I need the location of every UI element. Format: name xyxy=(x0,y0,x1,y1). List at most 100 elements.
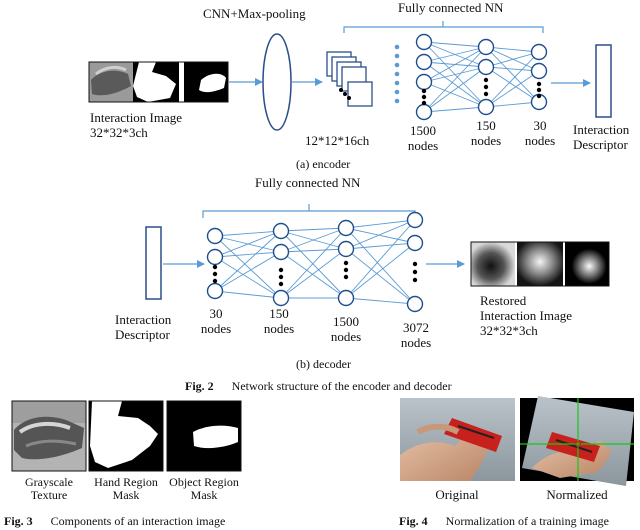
encoder-ellipsis-dot xyxy=(421,100,427,106)
fig3-label-3-line2: Mask xyxy=(190,488,218,502)
encoder-network xyxy=(415,33,548,121)
decoder-edge xyxy=(280,248,347,253)
decoder-edge xyxy=(280,248,347,299)
decoder-ellipsis-dot xyxy=(343,260,349,266)
encoder-edge xyxy=(423,61,487,108)
decoder-edge xyxy=(345,242,416,250)
fig3-label-1-line2: Texture xyxy=(30,488,68,502)
encoder-edge xyxy=(485,51,540,68)
decoder-ellipsis-dot xyxy=(278,281,284,287)
decoder-edge xyxy=(214,256,282,299)
fig3-caption-num: Fig. 3 xyxy=(4,514,33,528)
encoder-fc-label: Fully connected NN xyxy=(398,0,504,15)
decoder-fc-label: Fully connected NN xyxy=(255,175,361,190)
encoder-edge xyxy=(485,51,540,108)
decoder-edge xyxy=(214,251,282,292)
cnn-label: CNN+Max-pooling xyxy=(203,6,306,21)
decoder-edge xyxy=(345,219,416,250)
fig2-caption-num: Fig. 2 xyxy=(185,379,214,393)
encoder-input-label: Interaction Image xyxy=(90,110,183,125)
fig4-original-photo xyxy=(400,398,515,481)
restored-image xyxy=(470,241,610,287)
fig2-caption-text: Network structure of the encoder and dec… xyxy=(231,379,452,393)
fig3-label-2-line2: Mask xyxy=(112,488,140,502)
decoder-node xyxy=(272,222,290,240)
fig3-grayscale-texture xyxy=(11,400,87,472)
dec-layer-3-unit: nodes xyxy=(330,329,362,344)
encoder-edges xyxy=(423,41,540,113)
decoder-subcaption: (b) decoder xyxy=(296,357,351,371)
decoder-ellipsis-dot xyxy=(212,278,218,284)
feature-map-label: 12*12*16ch xyxy=(305,133,370,148)
encoder-edge xyxy=(423,66,487,113)
decoder-edge xyxy=(214,290,282,299)
restored-label-3: 32*32*3ch xyxy=(480,323,538,338)
decoder-edge xyxy=(345,242,416,299)
encoder-edge xyxy=(423,46,487,63)
decoder-edge xyxy=(280,227,347,299)
decoder-edge xyxy=(280,227,347,232)
encoder-fc-bracket xyxy=(343,21,544,33)
decoder-node xyxy=(337,289,355,307)
enc-layer-3-unit: nodes xyxy=(524,133,556,148)
encoder-edge xyxy=(485,101,540,108)
dec-layer-4-unit: nodes xyxy=(400,335,432,350)
fig3-caption-text: Components of an interaction image xyxy=(50,514,226,528)
decoder-node xyxy=(272,289,290,307)
encoder-node xyxy=(530,43,548,61)
encoder-edge xyxy=(485,46,540,103)
fig4-label-original: Original xyxy=(435,487,479,502)
decoder-ellipsis-dot xyxy=(278,274,284,280)
decoder-ellipsis-dot xyxy=(212,264,218,270)
dec-layer-1-count: 30 xyxy=(209,306,223,321)
enc-layer-3-count: 30 xyxy=(533,118,547,133)
restored-label-2: Interaction Image xyxy=(480,308,573,323)
decoder-edge xyxy=(214,230,282,237)
decoder-ellipsis-dot xyxy=(412,261,418,267)
encoder-node xyxy=(477,38,495,56)
fig4-normalized-photo xyxy=(520,396,634,486)
encoder-edge xyxy=(485,46,540,72)
decoder-edge xyxy=(214,251,282,258)
encoder-input-image xyxy=(88,61,229,103)
encoder-node xyxy=(415,73,433,91)
dec-layer-2-unit: nodes xyxy=(263,321,295,336)
decoder-edge xyxy=(214,235,282,299)
decoder-edge xyxy=(280,227,347,253)
implicit-layer-dots xyxy=(394,44,400,104)
fig3-object-mask xyxy=(166,400,242,472)
dec-layer-3-count: 1500 xyxy=(333,314,359,329)
enc-layer-2-count: 150 xyxy=(476,118,496,133)
encoder-edge xyxy=(485,46,540,53)
decoder-edge xyxy=(214,230,282,258)
encoder-subcaption: (a) encoder xyxy=(296,157,351,171)
decoder-ellipsis-dot xyxy=(412,269,418,275)
encoder-edge xyxy=(423,66,487,83)
encoder-node xyxy=(530,62,548,80)
enc-layer-2-unit: nodes xyxy=(470,133,502,148)
decoder-node xyxy=(406,295,424,313)
encoder-node xyxy=(477,98,495,116)
encoder-output-label-1: Interaction xyxy=(573,122,630,137)
decoder-descriptor-box xyxy=(145,226,162,300)
decoder-ellipsis-dot xyxy=(278,267,284,273)
fig3-label-3-line1: Object Region xyxy=(169,475,239,489)
decoder-ellipsis-dot xyxy=(343,267,349,273)
decoder-node xyxy=(406,234,424,252)
decoder-ellipsis-dot xyxy=(212,271,218,277)
encoder-node xyxy=(415,53,433,71)
decoder-node xyxy=(206,227,224,245)
encoder-edge xyxy=(423,106,487,113)
encoder-edge xyxy=(485,66,540,103)
feature-map-dots xyxy=(339,88,351,100)
decoder-node xyxy=(337,219,355,237)
enc-layer-1-unit: nodes xyxy=(407,138,439,153)
fig2-caption: Fig. 2 Network structure of the encoder a… xyxy=(185,379,452,393)
decoder-fc-bracket xyxy=(202,204,416,218)
decoder-edge xyxy=(345,297,416,305)
decoder-edge xyxy=(280,230,347,299)
